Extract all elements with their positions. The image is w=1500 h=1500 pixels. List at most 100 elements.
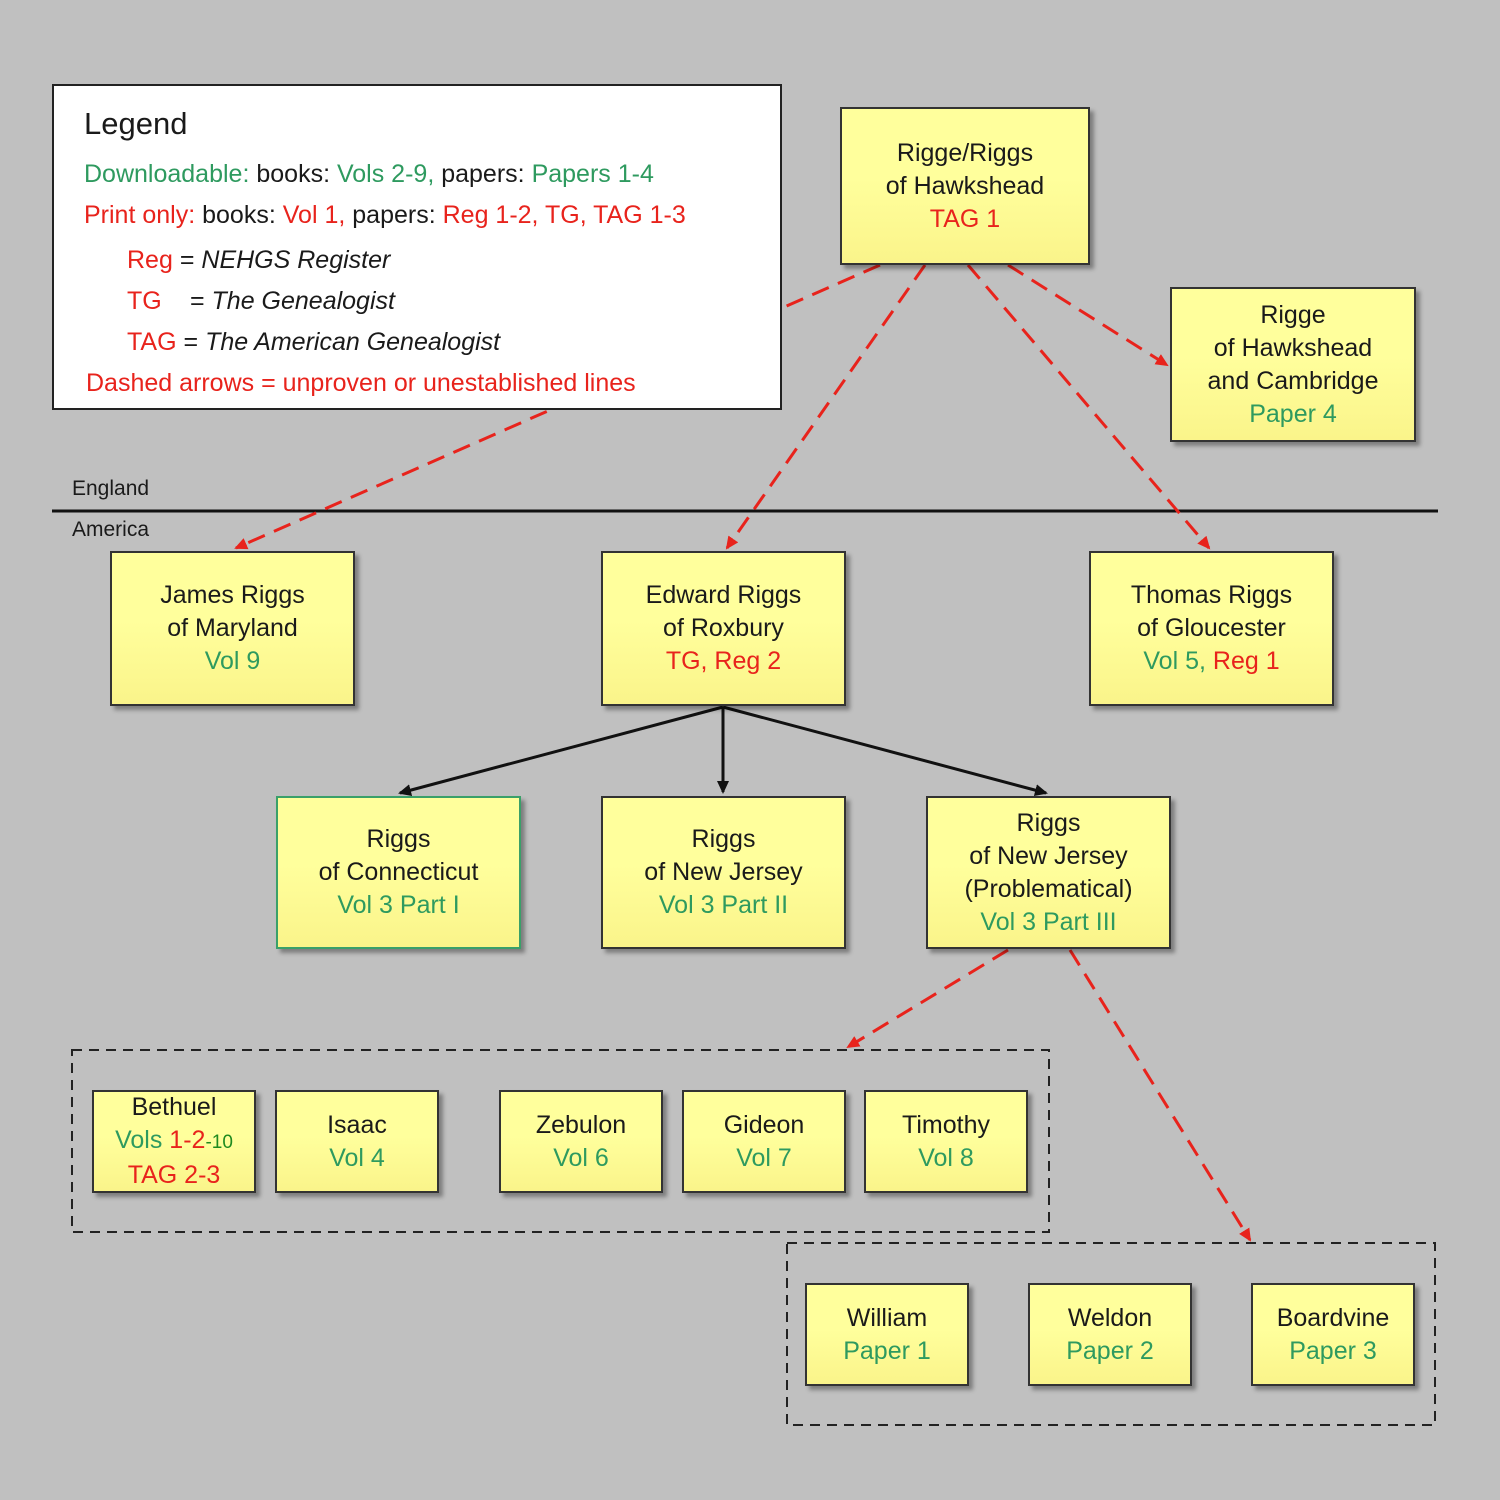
arrow-prob-to-papers-group bbox=[1068, 949, 1252, 1242]
legend-title: Legend bbox=[84, 106, 188, 141]
node-bethuel: Bethuel Vols 1-2-10 TAG 2-3 bbox=[92, 1090, 256, 1193]
arrow-edward-to-connecticut bbox=[398, 705, 724, 796]
node-name: Isaac bbox=[327, 1110, 387, 1139]
abbrev-meaning: NEHGS Register bbox=[201, 246, 391, 274]
node-name: Zebulon bbox=[535, 1110, 627, 1139]
node-name: Rigge bbox=[1260, 300, 1326, 329]
node-name: James Riggs bbox=[160, 581, 305, 609]
node-place: of Gloucester bbox=[1137, 614, 1286, 642]
abbrev-code: TAG bbox=[127, 328, 177, 356]
node-ref: Vol 8 bbox=[918, 1143, 974, 1172]
node-ref-extra-vol: -10 bbox=[205, 1132, 233, 1153]
node-ref-print-vols: 1-2 bbox=[169, 1126, 206, 1154]
papers-group-box bbox=[786, 1242, 1436, 1426]
node-place: of Connecticut bbox=[318, 858, 479, 886]
node-ref: Vol 6 bbox=[553, 1143, 609, 1172]
node-riggs-of-new-jersey: Riggs of New Jersey Vol 3 Part II bbox=[601, 796, 846, 949]
node-name: Rigge/Riggs bbox=[896, 138, 1034, 167]
node-rigge-riggs-of-hawkshead: Rigge/Riggs of Hawkshead TAG 1 bbox=[840, 107, 1090, 265]
legend-dashed-note: Dashed arrows = unproven or unestablishe… bbox=[86, 369, 636, 397]
legend-abbrev-tg: TG = The Genealogist bbox=[127, 287, 395, 316]
node-ref: TAG 1 bbox=[929, 204, 1001, 233]
abbrev-meaning: The American Genealogist bbox=[205, 328, 501, 356]
downloadable-books-value: Vols 2-9, bbox=[336, 160, 435, 188]
node-ref: Vol 3 Part III bbox=[980, 907, 1117, 936]
abbrev-eq: = bbox=[189, 287, 205, 315]
node-riggs-of-new-jersey-problematical: Riggs of New Jersey (Problematical) Vol … bbox=[926, 796, 1171, 949]
downloadable-label: Downloadable: bbox=[84, 160, 250, 188]
node-ref: Vol 9 bbox=[204, 647, 261, 675]
node-ref: Paper 4 bbox=[1249, 399, 1337, 428]
node-ref-print: Reg 1 bbox=[1212, 647, 1280, 675]
node-name: Bethuel bbox=[131, 1093, 217, 1121]
node-thomas-riggs-of-gloucester: Thomas Riggs of Gloucester Vol 5, Reg 1 bbox=[1089, 551, 1334, 706]
print-only-books-value: Vol 1, bbox=[282, 201, 346, 229]
node-name: Thomas Riggs bbox=[1130, 581, 1293, 609]
node-rigge-of-hawkshead-and-cambridge: Rigge of Hawkshead and Cambridge Paper 4 bbox=[1170, 287, 1416, 442]
node-weldon: Weldon Paper 2 bbox=[1028, 1283, 1192, 1386]
node-place: of Maryland bbox=[167, 614, 298, 642]
node-place: of New Jersey bbox=[644, 858, 803, 886]
arrow-prob-to-sons-group bbox=[846, 948, 1009, 1049]
arrow-hawkshead-to-thomas bbox=[966, 264, 1211, 550]
node-name: Weldon bbox=[1067, 1303, 1153, 1332]
node-name: William bbox=[846, 1303, 928, 1332]
node-ref: Paper 2 bbox=[1066, 1336, 1154, 1365]
node-zebulon: Zebulon Vol 6 bbox=[499, 1090, 663, 1193]
arrow-edward-to-newjersey-prob bbox=[722, 705, 1048, 796]
node-place: of New Jersey bbox=[969, 841, 1128, 870]
abbrev-eq: = bbox=[179, 246, 195, 274]
node-name: Gideon bbox=[723, 1110, 805, 1139]
node-isaac: Isaac Vol 4 bbox=[275, 1090, 439, 1193]
downloadable-books-label: books: bbox=[256, 160, 331, 188]
node-ref-tag: TAG 2-3 bbox=[127, 1161, 221, 1189]
region-label-england: England bbox=[72, 477, 150, 500]
node-ref: Vol 7 bbox=[736, 1143, 792, 1172]
node-ref: Vol 3 Part I bbox=[337, 891, 460, 919]
downloadable-papers-label: papers: bbox=[441, 160, 525, 188]
print-only-papers-label: papers: bbox=[352, 201, 436, 229]
abbrev-code: Reg bbox=[127, 246, 173, 274]
node-place: of Hawkshead bbox=[885, 171, 1045, 200]
legend-abbrev-tag: TAG = The American Genealogist bbox=[127, 328, 500, 357]
node-name: Riggs bbox=[366, 825, 431, 853]
node-place: of Roxbury bbox=[663, 614, 784, 642]
legend-print-only-line: Print only: books: Vol 1, papers: Reg 1-… bbox=[84, 201, 686, 230]
arrow-hawkshead-to-cambridge bbox=[1007, 263, 1169, 367]
node-name: Boardvine bbox=[1276, 1303, 1390, 1332]
node-ref: Vol 5, Reg 1 bbox=[1143, 645, 1279, 678]
region-label-america: America bbox=[72, 518, 150, 541]
node-ref: Paper 1 bbox=[843, 1336, 931, 1365]
abbrev-eq: = bbox=[183, 328, 199, 356]
node-name: Timothy bbox=[902, 1110, 990, 1139]
node-ref-downloadable: Vol 5, bbox=[1143, 647, 1206, 675]
node-boardvine: Boardvine Paper 3 bbox=[1251, 1283, 1415, 1386]
arrow-hawkshead-to-edward bbox=[725, 264, 927, 550]
print-only-papers-value: Reg 1-2, TG, TAG 1-3 bbox=[442, 201, 686, 229]
node-ref: Vol 4 bbox=[329, 1143, 385, 1172]
legend-box: Legend Downloadable: books: Vols 2-9, pa… bbox=[52, 84, 782, 410]
node-gideon: Gideon Vol 7 bbox=[682, 1090, 846, 1193]
node-name: Edward Riggs bbox=[645, 581, 802, 609]
abbrev-meaning: The Genealogist bbox=[211, 287, 395, 315]
legend-abbrev-reg: Reg = NEHGS Register bbox=[127, 246, 390, 275]
node-place-2: and Cambridge bbox=[1207, 366, 1379, 395]
node-ref: Paper 3 bbox=[1289, 1336, 1377, 1365]
node-riggs-of-connecticut: Riggs of Connecticut Vol 3 Part I bbox=[276, 796, 521, 949]
node-edward-riggs-of-roxbury: Edward Riggs of Roxbury TG, Reg 2 bbox=[601, 551, 846, 706]
abbrev-code: TG bbox=[127, 287, 162, 315]
node-james-riggs-of-maryland: James Riggs of Maryland Vol 9 bbox=[110, 551, 355, 706]
node-name: Riggs bbox=[691, 825, 756, 853]
node-place: of Hawkshead bbox=[1213, 333, 1373, 362]
downloadable-papers-value: Papers 1-4 bbox=[531, 160, 654, 188]
print-only-label: Print only: bbox=[84, 201, 196, 229]
node-name: Riggs bbox=[1016, 808, 1081, 837]
sons-group-box bbox=[71, 1049, 1050, 1233]
node-timothy: Timothy Vol 8 bbox=[864, 1090, 1028, 1193]
node-william: William Paper 1 bbox=[805, 1283, 969, 1386]
node-ref: TG, Reg 2 bbox=[665, 647, 782, 675]
legend-downloadable-line: Downloadable: books: Vols 2-9, papers: P… bbox=[84, 160, 654, 189]
node-qualifier: (Problematical) bbox=[964, 874, 1133, 903]
print-only-books-label: books: bbox=[202, 201, 276, 229]
